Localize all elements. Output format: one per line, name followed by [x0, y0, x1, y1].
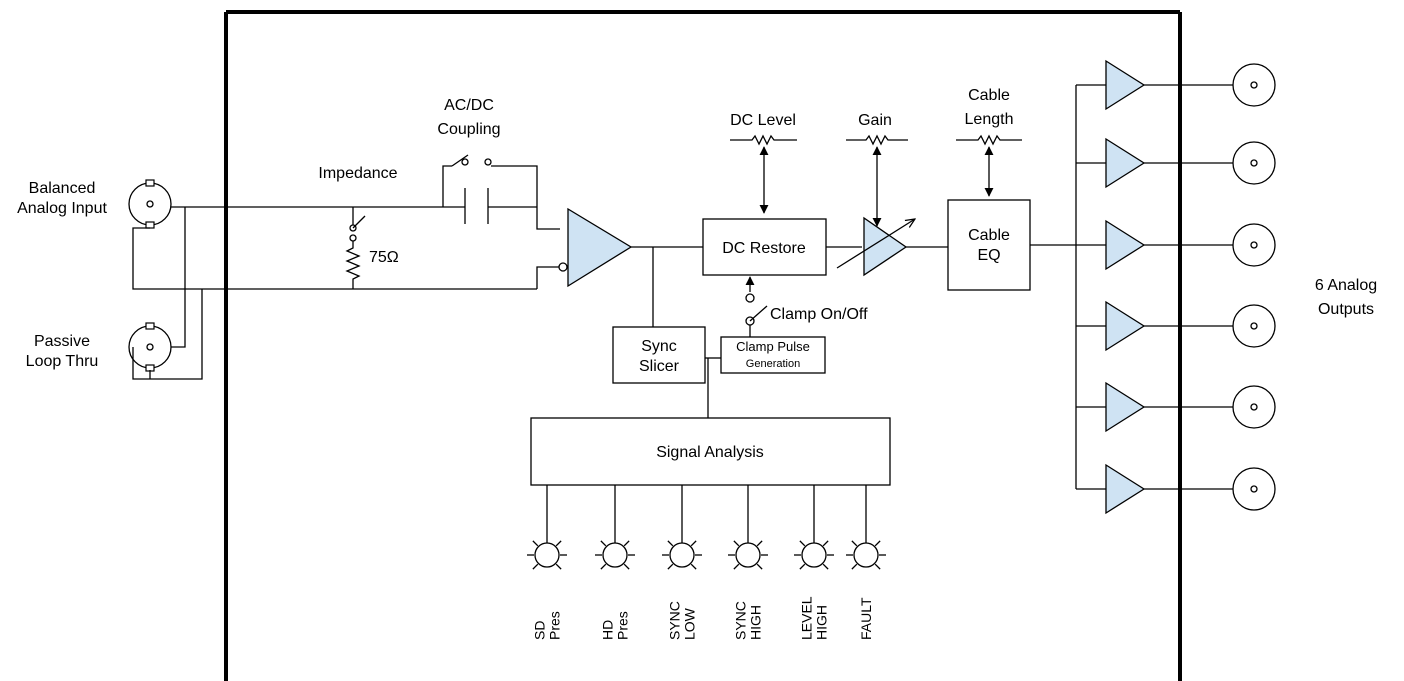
- gain-label: Gain: [858, 112, 892, 129]
- impedance-label: Impedance: [318, 165, 397, 182]
- led-indicator: LEVELHIGH: [794, 485, 834, 640]
- balanced-input-connector: [128, 179, 172, 229]
- output-channel: [1076, 300, 1276, 352]
- clamp-pulse-block: [707, 336, 826, 418]
- cable-eq-block: [947, 199, 1076, 291]
- card-enclosure: [224, 10, 1182, 681]
- gain-amplifier: [836, 216, 948, 277]
- led-indicator: FAULT: [846, 485, 886, 640]
- output-channel: [1076, 137, 1276, 189]
- output-channel: [1076, 463, 1276, 515]
- led-indicator: SDPres: [527, 485, 567, 640]
- dc-level-label: DC Level: [730, 112, 796, 129]
- gain-pot: [846, 134, 908, 227]
- sync-slicer-block: [612, 326, 721, 384]
- led-label: HDPres: [600, 611, 631, 640]
- led-label: FAULT: [858, 597, 874, 640]
- clamp-switch: [745, 276, 768, 337]
- led-label: SDPres: [532, 611, 563, 640]
- led-indicator: SYNCLOW: [662, 485, 702, 640]
- input-wiring: [132, 206, 560, 380]
- led-indicator: HDPres: [595, 485, 635, 640]
- led-label: SYNCHIGH: [733, 601, 764, 640]
- clamp-onoff-label: Clamp On/Off: [770, 306, 868, 323]
- dc-restore-label: DC Restore: [722, 240, 806, 257]
- impedance-switch: [345, 207, 366, 289]
- signal-analysis-label: Signal Analysis: [656, 444, 764, 461]
- loop-thru-connector: [128, 322, 172, 372]
- led-indicator: SYNCHIGH: [728, 485, 768, 640]
- output-channel: [1076, 219, 1276, 271]
- dc-level-pot: [730, 134, 797, 214]
- output-channel: [1076, 59, 1276, 111]
- signal-analysis-block: [530, 417, 891, 486]
- input-amplifier: [558, 207, 703, 327]
- output-channel: [1076, 381, 1276, 433]
- coupling-switch: [442, 154, 560, 230]
- dc-restore-block: [702, 218, 862, 276]
- led-label: LEVELHIGH: [799, 596, 830, 640]
- led-label: SYNCLOW: [667, 601, 698, 640]
- cable-length-pot: [956, 134, 1022, 197]
- status-leds: SDPres HDPres SYNCLOW SYNCHIGH LEVELHIGH FAUL…: [527, 485, 886, 640]
- ohms-label: 75Ω: [369, 249, 399, 266]
- output-amplifiers: [1076, 59, 1276, 515]
